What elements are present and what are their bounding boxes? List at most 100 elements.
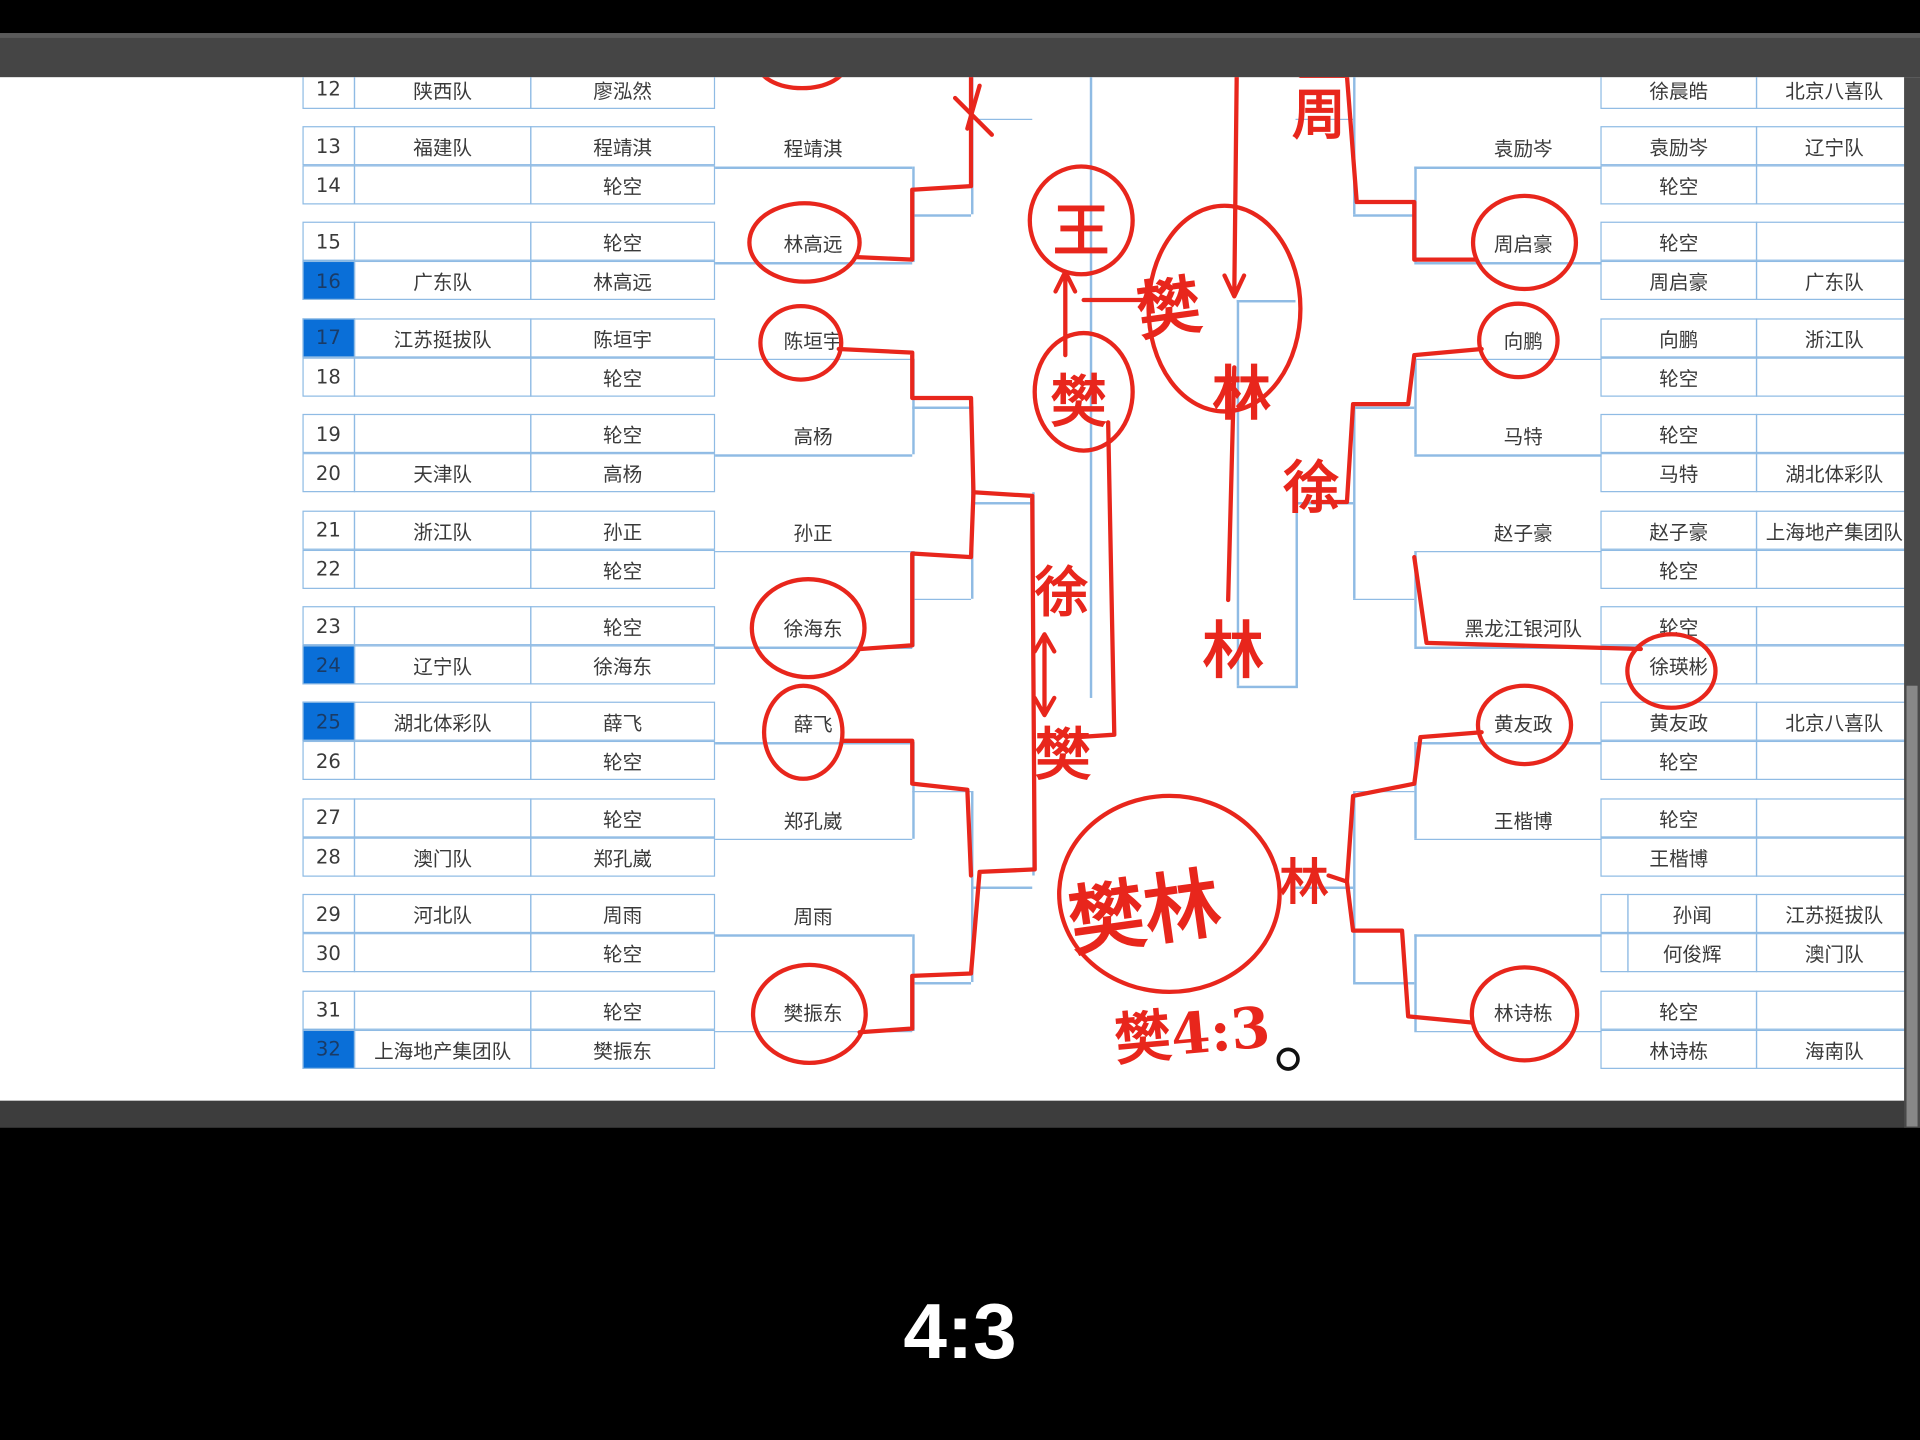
circle-mark <box>1475 683 1574 767</box>
circle-mark <box>1469 965 1580 1063</box>
seed-number: 25 <box>302 702 356 742</box>
seed-number: 17 <box>302 318 356 358</box>
player-name[interactable]: 程靖淇 <box>530 126 716 166</box>
bracket-line <box>912 982 972 985</box>
circle-mark <box>750 962 868 1066</box>
player-name[interactable]: 周雨 <box>530 894 716 934</box>
round2-winner[interactable]: 陈垣宇 <box>783 329 843 353</box>
table-row[interactable]: 黄友政北京八喜队 <box>1600 702 1913 742</box>
player-name[interactable]: 轮空 <box>530 741 716 781</box>
player-name[interactable]: 轮空 <box>530 357 716 397</box>
player-name[interactable]: 樊振东 <box>530 1029 716 1069</box>
table-row[interactable]: 何俊辉澳门队 <box>1600 933 1913 974</box>
round2-winner[interactable]: 袁励岑 <box>1493 137 1553 161</box>
round2-winner[interactable]: 周雨 <box>793 905 833 929</box>
bracket-line <box>912 790 972 793</box>
annotation-lin: 林 <box>1212 360 1272 429</box>
player-name[interactable]: 轮空 <box>530 165 716 205</box>
player-name[interactable]: 徐海东 <box>530 645 716 685</box>
table-row[interactable]: 王楷博 <box>1600 837 1913 878</box>
round2-winner[interactable]: 郑孔崴 <box>783 809 843 833</box>
table-row[interactable]: 周启豪广东队 <box>1600 261 1913 302</box>
round2-winner[interactable]: 向鹏 <box>1503 329 1543 353</box>
player-name[interactable]: 廖泓然 <box>530 77 716 109</box>
bracket-line <box>1414 166 1602 169</box>
round2-winner[interactable]: 高杨 <box>793 425 833 449</box>
seed-number: 24 <box>302 645 356 685</box>
circle-mark <box>1470 193 1579 292</box>
bracket-stroke <box>1412 555 1643 652</box>
player-name[interactable]: 轮空 <box>530 222 716 262</box>
round2-winner[interactable]: 孙正 <box>793 521 833 545</box>
bracket-stroke <box>840 738 974 878</box>
player-name[interactable]: 孙正 <box>530 510 716 550</box>
scrollbar-thumb[interactable] <box>1906 685 1918 1127</box>
annotation-fan-left: 樊 <box>1034 721 1092 788</box>
player-name[interactable]: 轮空 <box>530 990 716 1030</box>
round2-winner[interactable]: 赵子豪 <box>1493 521 1553 545</box>
player-name[interactable]: 林高远 <box>530 261 716 301</box>
round2-winner[interactable]: 林高远 <box>783 233 843 257</box>
player-name[interactable]: 轮空 <box>530 414 716 454</box>
circle-mark <box>749 577 867 680</box>
player-name[interactable]: 轮空 <box>530 549 716 589</box>
round2-winner[interactable]: 马特 <box>1503 425 1543 449</box>
bracket-line <box>971 886 1033 889</box>
annotation-fan: 樊 <box>1132 267 1206 351</box>
table-row[interactable]: 孙闻江苏挺拔队 <box>1600 894 1913 934</box>
player-name[interactable]: 高杨 <box>530 453 716 493</box>
round2-winner[interactable]: 徐海东 <box>783 617 843 641</box>
round2-winner[interactable]: 薛飞 <box>793 713 833 737</box>
round2-winner[interactable]: 黄友政 <box>1493 713 1553 737</box>
round2-winner[interactable]: 黑龙江银河队 <box>1464 617 1583 641</box>
table-row[interactable]: 林诗栋海南队 <box>1600 1029 1913 1070</box>
bracket-line <box>1414 646 1602 649</box>
round2-winner[interactable]: 林诗栋 <box>1493 1001 1553 1025</box>
player-name[interactable]: 轮空 <box>530 798 716 838</box>
table-row[interactable]: 轮空 <box>1600 549 1913 590</box>
table-row[interactable]: 徐瑛彬 <box>1600 645 1913 686</box>
table-row[interactable]: 袁励岑辽宁队 <box>1600 126 1913 166</box>
table-row[interactable]: 向鹏浙江队 <box>1600 318 1913 358</box>
bracket-line <box>715 646 913 649</box>
bracket-line <box>1236 300 1239 686</box>
table-row[interactable]: 轮空 <box>1600 222 1913 262</box>
annotation-huang: 樊 <box>1050 368 1107 435</box>
round2-winner[interactable]: 王楷博 <box>1493 809 1553 833</box>
table-row[interactable]: 轮空 <box>1600 165 1913 206</box>
player-name[interactable]: 轮空 <box>530 606 716 646</box>
cursor-marker <box>1276 1047 1300 1071</box>
round2-winner[interactable]: 程靖淇 <box>783 137 843 161</box>
player-name[interactable]: 陈垣宇 <box>530 318 716 358</box>
round2-winner[interactable]: 周启豪 <box>1493 233 1553 257</box>
player-name[interactable]: 轮空 <box>530 933 716 973</box>
table-row[interactable]: 轮空 <box>1600 741 1913 782</box>
player-name[interactable]: 郑孔崴 <box>530 837 716 877</box>
table-row[interactable]: 马特湖北体彩队 <box>1600 453 1913 494</box>
round2-winner[interactable]: 樊振东 <box>783 1001 843 1025</box>
table-row[interactable]: 赵子豪上海地产集团队 <box>1600 510 1913 550</box>
player-name[interactable]: 薛飞 <box>530 702 716 742</box>
bracket-line <box>1414 934 1417 1031</box>
